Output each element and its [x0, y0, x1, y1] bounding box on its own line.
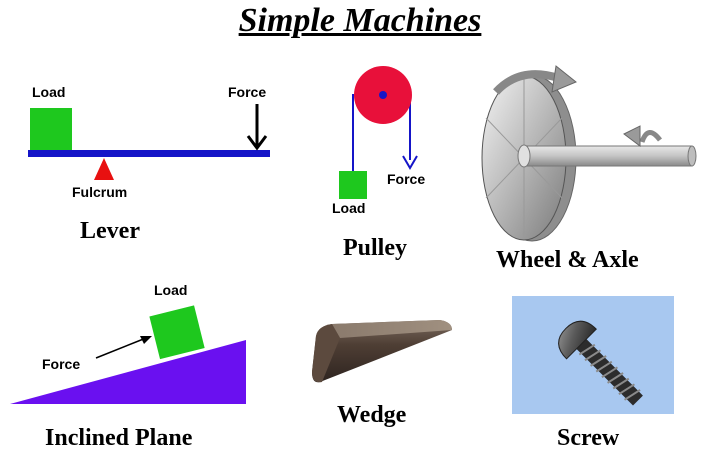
- incline-load-label: Load: [154, 282, 188, 298]
- wheel-rotation-arrow: [493, 70, 560, 95]
- lever-caption: Lever: [80, 218, 140, 244]
- wheel-axle-caption: Wheel & Axle: [496, 247, 639, 273]
- pulley-axle: [379, 91, 387, 99]
- lever-load-label: Load: [32, 84, 66, 100]
- lever-fulcrum-label: Fulcrum: [72, 184, 128, 200]
- pulley-load-box: [339, 171, 367, 199]
- lever-force-label: Force: [228, 84, 267, 100]
- pulley-caption: Pulley: [343, 235, 407, 261]
- axle-rotation-arrow: [639, 130, 662, 143]
- screw-caption: Screw: [557, 425, 620, 451]
- wedge-caption: Wedge: [337, 402, 407, 428]
- lever-fulcrum: [94, 158, 114, 180]
- incline-load-box: [149, 305, 205, 360]
- pulley-force-label: Force: [387, 171, 426, 187]
- screw-head: [558, 320, 597, 360]
- incline-force-arrow-head: [140, 336, 152, 344]
- page-title: Simple Machines: [238, 2, 482, 39]
- incline-force-label: Force: [42, 356, 81, 372]
- lever-force-arrow-head: [246, 135, 268, 151]
- screw-body: [558, 320, 643, 406]
- inclined-plane-caption: Inclined Plane: [45, 425, 193, 451]
- lever-beam: [28, 150, 270, 157]
- incline-force-arrow-shaft: [95, 337, 147, 359]
- pulley-load-label: Load: [332, 200, 366, 216]
- pulley-force-arrow-head: [402, 155, 418, 170]
- lever-load-box: [30, 108, 72, 150]
- incline-ramp: [10, 340, 246, 404]
